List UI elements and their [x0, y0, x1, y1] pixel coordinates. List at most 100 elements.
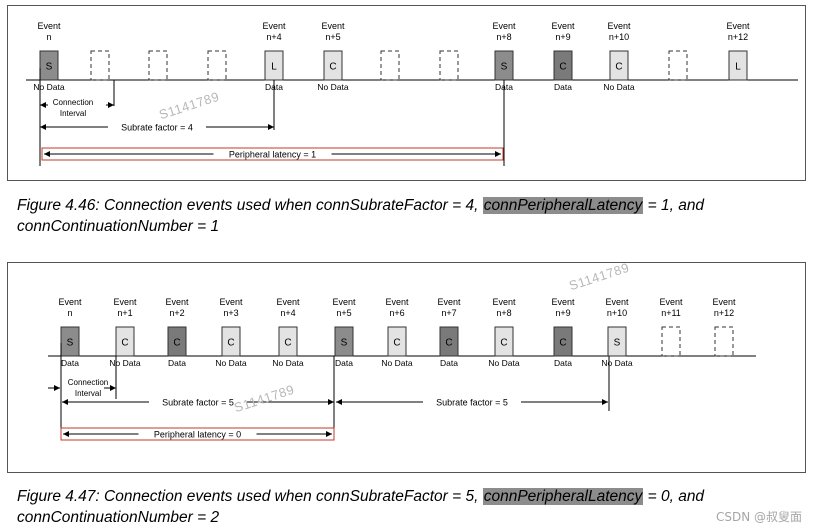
skipped-event-box — [207, 50, 227, 81]
interval-arrow-right — [108, 102, 114, 108]
skipped-event-box — [439, 50, 459, 81]
event-box-s — [334, 326, 354, 357]
event-label: Event — [262, 21, 286, 31]
event-label: Event — [712, 297, 736, 307]
event-label: Event — [332, 297, 356, 307]
event-label: Event — [165, 297, 189, 307]
event-number: n+5 — [336, 308, 351, 318]
event-label: Event — [659, 297, 683, 307]
event-label: Event — [276, 297, 300, 307]
event-number: n+4 — [266, 32, 281, 42]
caption-highlight: connPeripheralLatency — [482, 197, 644, 214]
event-label: Event — [58, 297, 82, 307]
event-status: No Data — [488, 358, 519, 368]
subrate-factor-arrow-1-label: Subrate factor = 5 — [162, 398, 234, 408]
event-letter: C — [559, 62, 566, 73]
event-label: Event — [385, 297, 409, 307]
event-box-c — [553, 326, 573, 357]
event-letter: S — [341, 338, 348, 349]
event-status: Data — [335, 358, 353, 368]
event-label: Event — [37, 21, 61, 31]
connection-interval-label: Connection — [53, 98, 93, 107]
skipped-event-box — [90, 50, 110, 81]
subrate-factor-arrow-arrow-left — [40, 124, 46, 130]
event-number: n+3 — [223, 308, 238, 318]
event-status: No Data — [215, 358, 246, 368]
event-label: Event — [551, 21, 575, 31]
event-number: n+5 — [325, 32, 340, 42]
event-label: Event — [605, 297, 629, 307]
event-letter: L — [271, 62, 277, 73]
event-letter: C — [615, 62, 622, 73]
event-number: n+10 — [609, 32, 629, 42]
connection-interval-label: Connection — [68, 378, 108, 387]
event-status: No Data — [33, 82, 64, 92]
event-label: Event — [437, 297, 461, 307]
event-number: n — [46, 32, 51, 42]
event-letter: S — [46, 62, 53, 73]
event-number: n+12 — [728, 32, 748, 42]
event-box-l — [728, 50, 748, 81]
event-label: Event — [321, 21, 345, 31]
event-number: n+9 — [555, 32, 570, 42]
latency-arrow-label: Peripheral latency = 0 — [154, 430, 241, 440]
subrate-factor-arrow-arrow-right — [268, 124, 274, 130]
latency-box — [41, 147, 504, 161]
event-letter: C — [559, 338, 566, 349]
event-status: No Data — [381, 358, 412, 368]
figure-caption-4-46: Figure 4.46: Connection events used when… — [17, 195, 704, 237]
event-box-c — [439, 326, 459, 357]
event-status: Data — [61, 358, 79, 368]
event-letter: C — [329, 62, 336, 73]
event-label: Event — [492, 297, 516, 307]
event-number: n+2 — [169, 308, 184, 318]
connection-interval-label-2: Interval — [75, 389, 101, 398]
event-status: No Data — [601, 358, 632, 368]
subrate-factor-arrow-1-arrow-right — [328, 399, 334, 405]
latency-arrow-arrow-right — [495, 151, 501, 157]
skipped-event-box — [661, 326, 681, 357]
event-status: No Data — [317, 82, 348, 92]
event-letter: S — [501, 62, 508, 73]
skipped-event-box — [714, 326, 734, 357]
latency-arrow-label: Peripheral latency = 1 — [229, 150, 316, 160]
source-credit: CSDN @叔叟面 — [715, 510, 802, 524]
event-box-c — [609, 50, 629, 81]
skipped-event-box — [148, 50, 168, 81]
event-number: n+9 — [555, 308, 570, 318]
event-label: Event — [113, 297, 137, 307]
event-label: Event — [219, 297, 243, 307]
event-label: Event — [492, 21, 516, 31]
subrate-factor-arrow-1-arrow-left — [62, 399, 68, 405]
event-label: Event — [607, 21, 631, 31]
caption-text: Figure 4.46: Connection events used when… — [17, 197, 483, 214]
event-letter: C — [393, 338, 400, 349]
caption-highlight: connPeripheralLatency — [482, 488, 644, 505]
event-letter: C — [284, 338, 291, 349]
latency-arrow-arrow-left — [63, 431, 69, 437]
event-status: No Data — [109, 358, 140, 368]
event-box-s — [39, 50, 59, 81]
event-number: n+7 — [441, 308, 456, 318]
event-box-c — [167, 326, 187, 357]
event-box-c — [323, 50, 343, 81]
event-box-s — [607, 326, 627, 357]
event-number: n+6 — [389, 308, 404, 318]
figure-caption-4-47: Figure 4.47: Connection events used when… — [17, 486, 704, 528]
event-box-c — [115, 326, 135, 357]
caption-line2: connContinuationNumber = 2 — [17, 509, 220, 526]
event-number: n+1 — [117, 308, 132, 318]
event-letter: C — [500, 338, 507, 349]
subrate-factor-arrow-2-arrow-right — [602, 399, 608, 405]
event-number: n+8 — [496, 308, 511, 318]
caption-text: Figure 4.47: Connection events used when… — [17, 488, 483, 505]
event-status: Data — [440, 358, 458, 368]
subrate-factor-arrow-label: Subrate factor = 4 — [121, 123, 193, 133]
event-number: n+11 — [661, 308, 681, 318]
event-status: No Data — [603, 82, 634, 92]
event-box-c — [278, 326, 298, 357]
event-number: n+4 — [280, 308, 295, 318]
event-letter: C — [121, 338, 128, 349]
